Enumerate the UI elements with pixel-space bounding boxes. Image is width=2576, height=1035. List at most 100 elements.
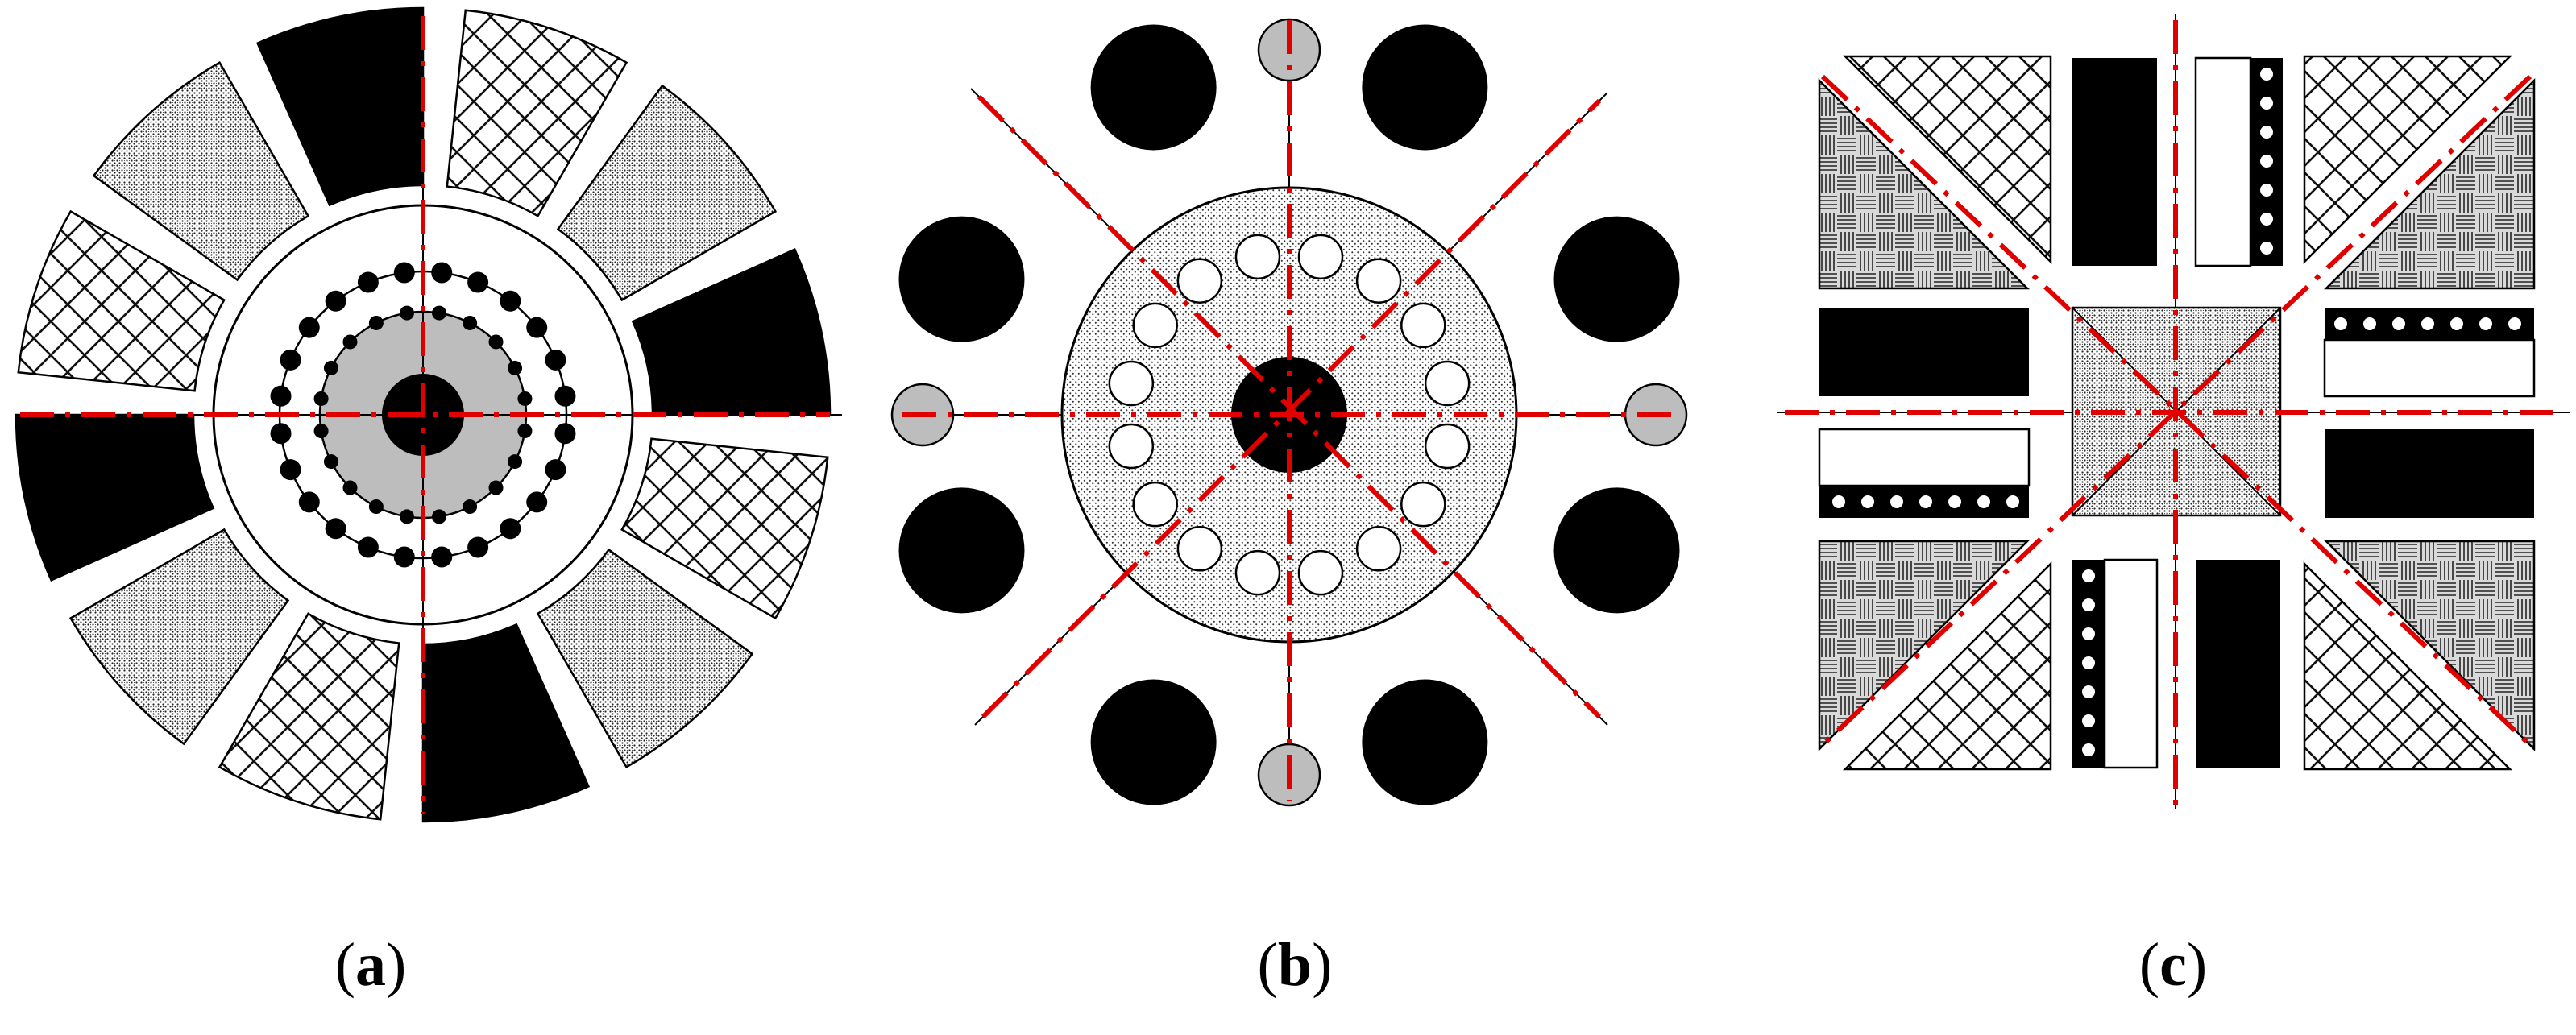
panel-a-outer-dot — [280, 349, 301, 371]
panel-c-caption-close: ) — [2186, 931, 2208, 999]
panel-c-strip-hole — [2082, 656, 2095, 669]
panel-a-outer-dot — [554, 423, 576, 445]
panel-a-outer-dot — [467, 536, 489, 558]
panel-a-outer-dot — [545, 349, 566, 371]
panel-c-caption-open: ( — [2138, 931, 2160, 999]
panel-b-black-disk — [1553, 487, 1680, 614]
panel-a-inner-dot — [508, 360, 523, 375]
panel-a-inner-dot — [488, 334, 504, 350]
panel-b-caption-open: ( — [1257, 931, 1278, 999]
panel-c-strip-hole — [2363, 317, 2376, 330]
panel-b-white-hole — [1234, 234, 1281, 280]
panel-a-inner-dot — [517, 424, 533, 439]
panel-a-inner-dot — [323, 360, 338, 375]
panel-a-inner-dot — [463, 315, 478, 330]
panel-a-inner-dot — [432, 305, 447, 321]
panel-c-caption-letter: c — [2159, 931, 2187, 999]
panel-c-strip-hole — [2082, 569, 2095, 582]
panel-a-outer-dot — [554, 385, 576, 407]
panel-c-strip-hole — [1948, 495, 1961, 508]
panel-b-black-disks — [898, 24, 1680, 805]
panel-c-triangle-crosshatch-top-left — [1842, 55, 2052, 265]
panel-c-white-bar-bottom — [2103, 558, 2159, 769]
panel-b-white-hole — [1355, 526, 1402, 572]
panel-c-strip-hole — [2260, 242, 2273, 255]
panel-c-black-bar-right — [2325, 429, 2534, 518]
panel-a-sector-black — [255, 6, 425, 207]
panel-c-caption: (c) — [2052, 934, 2294, 996]
panel-b-white-hole — [1355, 258, 1402, 304]
panel-c-strip-hole — [1832, 495, 1845, 508]
panel-c-triangle-weave-top-right — [2323, 77, 2536, 290]
panel-c-strip-hole — [1919, 495, 1932, 508]
panel-a-inner-dot — [508, 454, 523, 470]
panel-c-black-bar-left — [1819, 308, 2029, 396]
panel-c-triangle-crosshatch-bottom-left — [1842, 561, 2052, 771]
panel-c-diagonal-centerline-2 — [1820, 74, 2532, 747]
panel-b-white-hole — [1424, 360, 1471, 407]
panel-c-strip-hole — [1861, 495, 1874, 508]
panel-a-outer-dot — [298, 491, 320, 513]
panel-a-outer-dot — [393, 262, 415, 284]
panel-a-sector-dots — [92, 60, 310, 282]
panel-b-white-holes — [1108, 234, 1471, 596]
panel-c-strip-hole — [2260, 184, 2273, 197]
panel-c-strip-hole — [2334, 317, 2347, 330]
panel-b-black-disk — [1090, 679, 1217, 805]
panel-a-sector-dots — [68, 528, 290, 746]
panel-c-black-bar-bottom — [2196, 560, 2280, 768]
panel-a-outer-dot — [270, 423, 292, 445]
panel-a-outer-dot — [393, 546, 415, 568]
panel-c-strip-hole — [2508, 317, 2521, 330]
panel-c-strip-hole — [2260, 68, 2273, 81]
panel-a-outer-dot — [431, 262, 453, 284]
panel-c-triangle-crosshatch-bottom-right — [2303, 561, 2513, 771]
panel-a-outer-dot — [500, 518, 521, 540]
panel-b-white-hole — [1132, 481, 1178, 528]
panel-c-strip-hole — [1977, 495, 1990, 508]
panel-a-inner-dot — [488, 480, 504, 495]
panel-c-strip-hole — [2260, 155, 2273, 168]
panel-a-outer-sector-ring — [15, 6, 832, 823]
panel-b-black-disk — [1362, 679, 1488, 805]
panel-b-white-hole — [1424, 423, 1471, 470]
panel-a-outer-dot — [526, 491, 548, 513]
panel-a-outer-dot — [526, 317, 548, 338]
panel-a-sector-cross — [620, 437, 829, 620]
panel-a-inner-dot — [323, 454, 338, 470]
panel-c-black-bar-top — [2072, 58, 2157, 266]
panel-a-outer-dot — [545, 459, 566, 481]
panel-b-white-hole — [1400, 481, 1446, 528]
panel-a-outer-dot — [325, 290, 346, 312]
panel-a-outer-dot — [325, 518, 346, 540]
panel-c-strip-hole — [2260, 126, 2273, 139]
panel-b-white-hole — [1176, 258, 1223, 304]
panel-b-circular-layout — [890, 18, 1688, 807]
panel-b-white-hole — [1297, 549, 1344, 596]
panel-a-sector-black — [421, 623, 591, 823]
panel-c-triangle-weave-top-left — [1818, 77, 2031, 290]
panel-a-outer-dot — [431, 546, 453, 568]
panel-a-outer-dot — [467, 271, 489, 293]
panel-c-strip-hole — [2006, 495, 2019, 508]
panel-c-strip-holes — [1832, 68, 2521, 756]
panel-a-caption-close: ) — [386, 931, 407, 999]
panel-b-caption-close: ) — [1312, 931, 1333, 999]
panel-b-caption: (b) — [1174, 934, 1416, 996]
panel-a-inner-dot — [342, 480, 358, 495]
panel-a-inner-dot — [368, 315, 384, 330]
panel-a-inner-dot — [342, 334, 358, 350]
panel-a-inner-dot — [313, 391, 329, 406]
panel-c-strip-hole — [1890, 495, 1903, 508]
panel-a-inner-dot — [368, 499, 384, 515]
panel-a-inner-dot — [399, 509, 414, 524]
panel-a-circular-layout — [15, 6, 842, 823]
panel-a-sector-dots — [536, 548, 754, 769]
panel-c-strip-hole — [2082, 627, 2095, 640]
panel-a-sector-cross — [218, 612, 400, 821]
panel-a-outer-dot — [270, 385, 292, 407]
panel-a-outer-dot — [357, 271, 379, 293]
panel-a-inner-dot — [432, 509, 447, 524]
panel-a-outer-dot — [357, 536, 379, 558]
panel-c-white-bar-right — [2323, 338, 2536, 398]
